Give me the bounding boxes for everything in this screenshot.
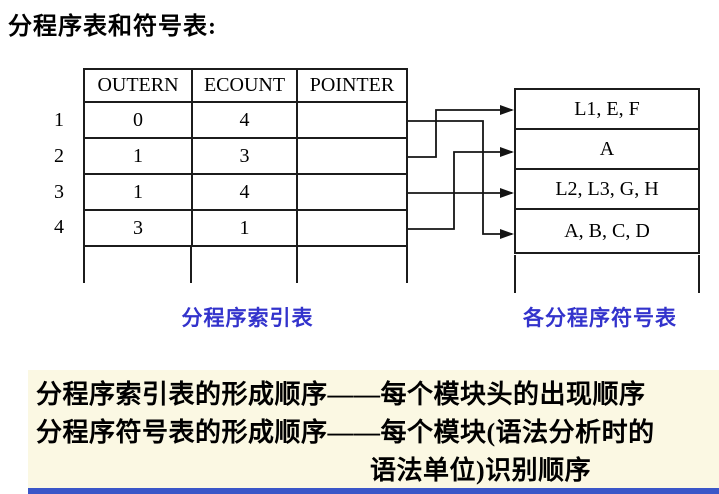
index-table-cell: 1 <box>85 139 193 175</box>
index-table-open-row-line <box>190 247 192 283</box>
row-number-1: 1 <box>54 109 64 131</box>
row-number-2: 2 <box>54 145 64 167</box>
index-table-cell <box>298 139 406 175</box>
symbol-table-row: L2, L3, G, H <box>516 170 698 210</box>
index-table-cell: 3 <box>85 211 193 245</box>
symbol-table-caption: 各分程序符号表 <box>523 306 677 330</box>
column-header-pointer: POINTER <box>298 70 406 103</box>
column-header-ecount: ECOUNT <box>193 70 298 103</box>
symbol-table-row: A <box>516 130 698 170</box>
index-table-open-row-line <box>296 247 298 283</box>
index-table-cell: 4 <box>193 175 298 211</box>
block-symbol-table: L1, E, F A L2, L3, G, H A, B, C, D <box>514 88 700 254</box>
subprogram-index-table: OUTERN ECOUNT POINTER 0 4 1 3 1 4 3 1 <box>83 68 408 247</box>
arrow-index-row4-to-symbol-row2 <box>408 147 514 230</box>
bottom-accent-bar <box>28 488 719 494</box>
symbol-table-row: L1, E, F <box>516 90 698 130</box>
symbol-table-open-row-line <box>698 255 700 293</box>
index-table-cell: 0 <box>85 103 193 139</box>
index-table-open-row-line <box>406 247 408 283</box>
index-table-open-row-line <box>83 247 85 283</box>
index-table-cell: 1 <box>193 211 298 245</box>
note-line-1: 分程序索引表的形成顺序——每个模块头的出现顺序 <box>36 380 646 409</box>
row-number-3: 3 <box>54 181 64 203</box>
note-line-2: 分程序符号表的形成顺序——每个模块(语法分析时的 <box>36 418 655 447</box>
column-header-outern: OUTERN <box>85 70 193 103</box>
index-table-cell <box>298 175 406 211</box>
slide-title: 分程序表和符号表: <box>8 14 217 40</box>
note-box: 分程序索引表的形成顺序——每个模块头的出现顺序 分程序符号表的形成顺序——每个模… <box>28 370 719 488</box>
arrow-index-row1-to-symbol-row4 <box>408 120 514 239</box>
note-line-3: 语法单位)识别顺序 <box>370 456 592 485</box>
index-table-cell: 1 <box>85 175 193 211</box>
symbol-table-row: A, B, C, D <box>564 219 650 242</box>
index-table-cell: 4 <box>193 103 298 139</box>
index-table-cell <box>298 211 406 245</box>
row-number-4: 4 <box>54 216 64 238</box>
index-table-cell: 3 <box>193 139 298 175</box>
symbol-table-open-row-line <box>514 255 516 293</box>
index-table-caption: 分程序索引表 <box>181 306 314 330</box>
arrow-index-row2-to-symbol-row1 <box>408 105 514 158</box>
index-table-cell <box>298 103 406 139</box>
